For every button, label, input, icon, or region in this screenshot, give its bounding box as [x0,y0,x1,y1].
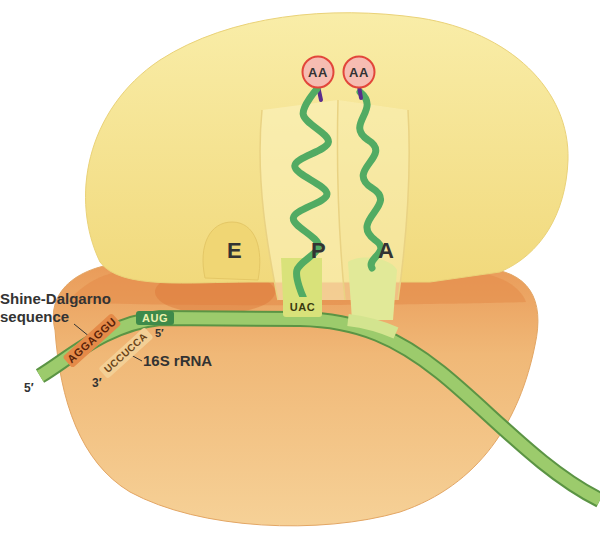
sequence-label: Shine-Dalgarno sequence [0,290,125,326]
amino-acid-circle: AA [301,55,335,89]
end-label: 3′ [92,376,102,390]
node-text: AUG [142,313,168,324]
node-text: AA [308,66,328,79]
molecule-label: 16S rRNA [143,352,212,370]
node-text: UAC [290,302,315,313]
site-label: A [378,238,394,264]
a-site-codon [348,320,396,333]
site-label: E [227,238,242,264]
amino-acid-shape [303,57,334,88]
start-codon-band: AUG [136,311,174,325]
end-label: 5′ [155,327,164,340]
anticodon-box: UAC [283,297,322,317]
site-label: P [311,238,326,264]
mrna-strand [40,318,600,500]
a-site-trna [360,92,381,268]
exit-site-bump [203,222,260,280]
amino-acid-circle: AA [342,55,376,89]
trna-strand [293,89,328,297]
mrna-outline [40,318,600,500]
node-text: UCCUCCA [103,331,150,375]
site-boundary [260,110,278,300]
end-label: 5′ [24,381,34,395]
p-site-region [260,100,345,300]
site-boundary [398,110,409,300]
amino-acid-shape [344,57,375,88]
site-boundary [337,100,345,300]
node-text: AA [349,66,369,79]
